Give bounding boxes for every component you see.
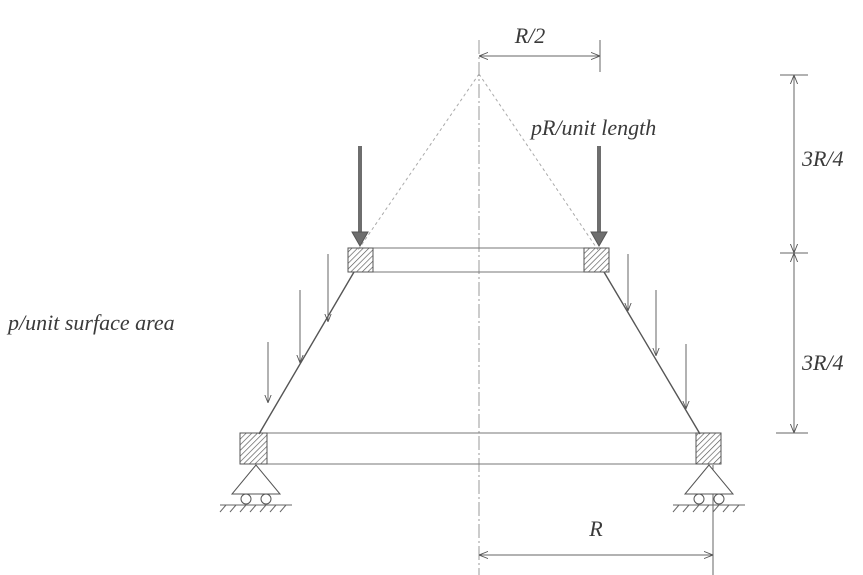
upper-height-label: 3R/4 xyxy=(801,146,844,171)
lower-height-label: 3R/4 xyxy=(801,350,844,375)
line-load-label: pR/unit length xyxy=(529,115,656,140)
top-dimension-label: R/2 xyxy=(514,23,546,48)
bottom-ring-beam xyxy=(266,432,697,465)
apex-line-right xyxy=(478,73,599,251)
shell-generator-left xyxy=(258,271,355,435)
surface-load-label: p/unit surface area xyxy=(6,310,175,335)
top-ring-right-section xyxy=(583,247,610,273)
bottom-ring-left-section xyxy=(239,432,268,465)
right-roller-support xyxy=(672,464,745,513)
left-roller-support xyxy=(219,464,292,513)
line-load-arrowhead-right xyxy=(590,231,608,248)
line-load-arrowhead-left xyxy=(351,231,369,248)
bottom-ring-right-section xyxy=(695,432,722,465)
bottom-dimension-label: R xyxy=(588,516,603,541)
apex-line-left xyxy=(357,73,480,251)
top-ring-left-section xyxy=(347,247,374,273)
